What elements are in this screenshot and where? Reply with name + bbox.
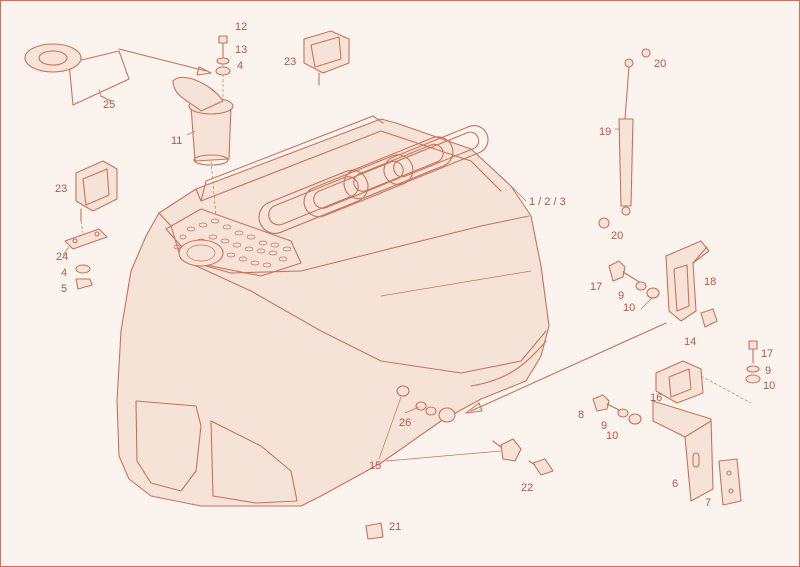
callout-9: 9 — [618, 290, 624, 302]
exhaust-gasket-25 — [24, 43, 130, 106]
callout-13: 13 — [235, 44, 247, 56]
nut-14 — [700, 308, 718, 328]
bolt-17-upper — [608, 260, 626, 282]
ball-stud-20-top — [641, 48, 651, 58]
callout-7: 7 — [705, 497, 711, 509]
grommet — [438, 407, 456, 423]
washer-4-top — [215, 66, 231, 76]
callout-8: 8 — [578, 409, 584, 421]
plug-21 — [365, 522, 384, 540]
screw-12 — [218, 35, 228, 58]
hinge-23-top — [303, 30, 350, 86]
callout-17: 17 — [590, 281, 602, 293]
bolt-17-lower — [748, 340, 758, 350]
lock-bracket-18 — [665, 240, 710, 322]
callout-16: 16 — [650, 392, 662, 404]
washer-26-a — [415, 401, 427, 411]
washer-13 — [216, 57, 230, 65]
callout-10: 10 — [606, 430, 618, 442]
washer-4-left — [75, 264, 91, 274]
hood-perforation-grille — [165, 208, 302, 277]
callout-9: 9 — [601, 420, 607, 432]
plate-24 — [64, 228, 108, 250]
install-arrow-11 — [118, 48, 207, 72]
callout-20: 20 — [654, 58, 666, 70]
exhaust-pipe-11 — [172, 76, 234, 166]
washer-10-upper — [646, 287, 660, 299]
callout-20: 20 — [611, 230, 623, 242]
hood-vent-slots — [258, 125, 489, 234]
plate-7 — [718, 458, 742, 506]
washer-10-mid — [628, 413, 642, 425]
callout-23: 23 — [55, 183, 67, 195]
callout-21: 21 — [389, 521, 401, 533]
washer-9-lower — [746, 365, 760, 373]
nut-5 — [75, 278, 93, 290]
buffer-15-upper — [396, 385, 410, 397]
callout-9: 9 — [765, 365, 771, 377]
callout-labels: 12 13 4 23 20 25 11 19 23 1 / 2 / 3 20 2… — [55, 21, 775, 533]
gas-strut-19 — [618, 58, 634, 216]
callout-24: 24 — [56, 251, 68, 263]
callout-18: 18 — [704, 276, 716, 288]
washer-9-upper — [635, 281, 647, 291]
install-arrow-lock — [470, 322, 667, 412]
callout-4: 4 — [61, 267, 67, 279]
callout-19: 19 — [599, 126, 611, 138]
washer-10-lower — [745, 374, 761, 384]
callout-26: 26 — [399, 417, 411, 429]
buffer-15-lower — [492, 438, 522, 462]
ball-stud-20-bottom — [598, 217, 610, 229]
callout-5: 5 — [61, 283, 67, 295]
callout-6: 6 — [672, 478, 678, 490]
bolt-8 — [592, 394, 610, 412]
callout-10: 10 — [623, 302, 635, 314]
callout-10: 10 — [763, 380, 775, 392]
bracket-16 — [655, 360, 704, 404]
engine-hood — [116, 115, 550, 507]
bracket-6 — [652, 400, 714, 502]
callout-12: 12 — [235, 21, 247, 33]
callout-1-2-3: 1 / 2 / 3 — [529, 196, 566, 208]
callout-4: 4 — [237, 60, 243, 72]
hood-front-grilles — [135, 400, 298, 504]
callout-14: 14 — [684, 336, 696, 348]
callout-25: 25 — [103, 99, 115, 111]
callout-22: 22 — [521, 482, 533, 494]
washer-9-mid — [617, 408, 629, 418]
latch-pin-22 — [528, 458, 554, 476]
hinge-23-left — [75, 160, 118, 222]
washer-26-b — [425, 406, 437, 416]
callout-15: 15 — [369, 460, 381, 472]
callout-17: 17 — [761, 348, 773, 360]
leader-lines — [62, 88, 654, 462]
callout-11: 11 — [171, 135, 182, 147]
callout-23: 23 — [284, 56, 296, 68]
